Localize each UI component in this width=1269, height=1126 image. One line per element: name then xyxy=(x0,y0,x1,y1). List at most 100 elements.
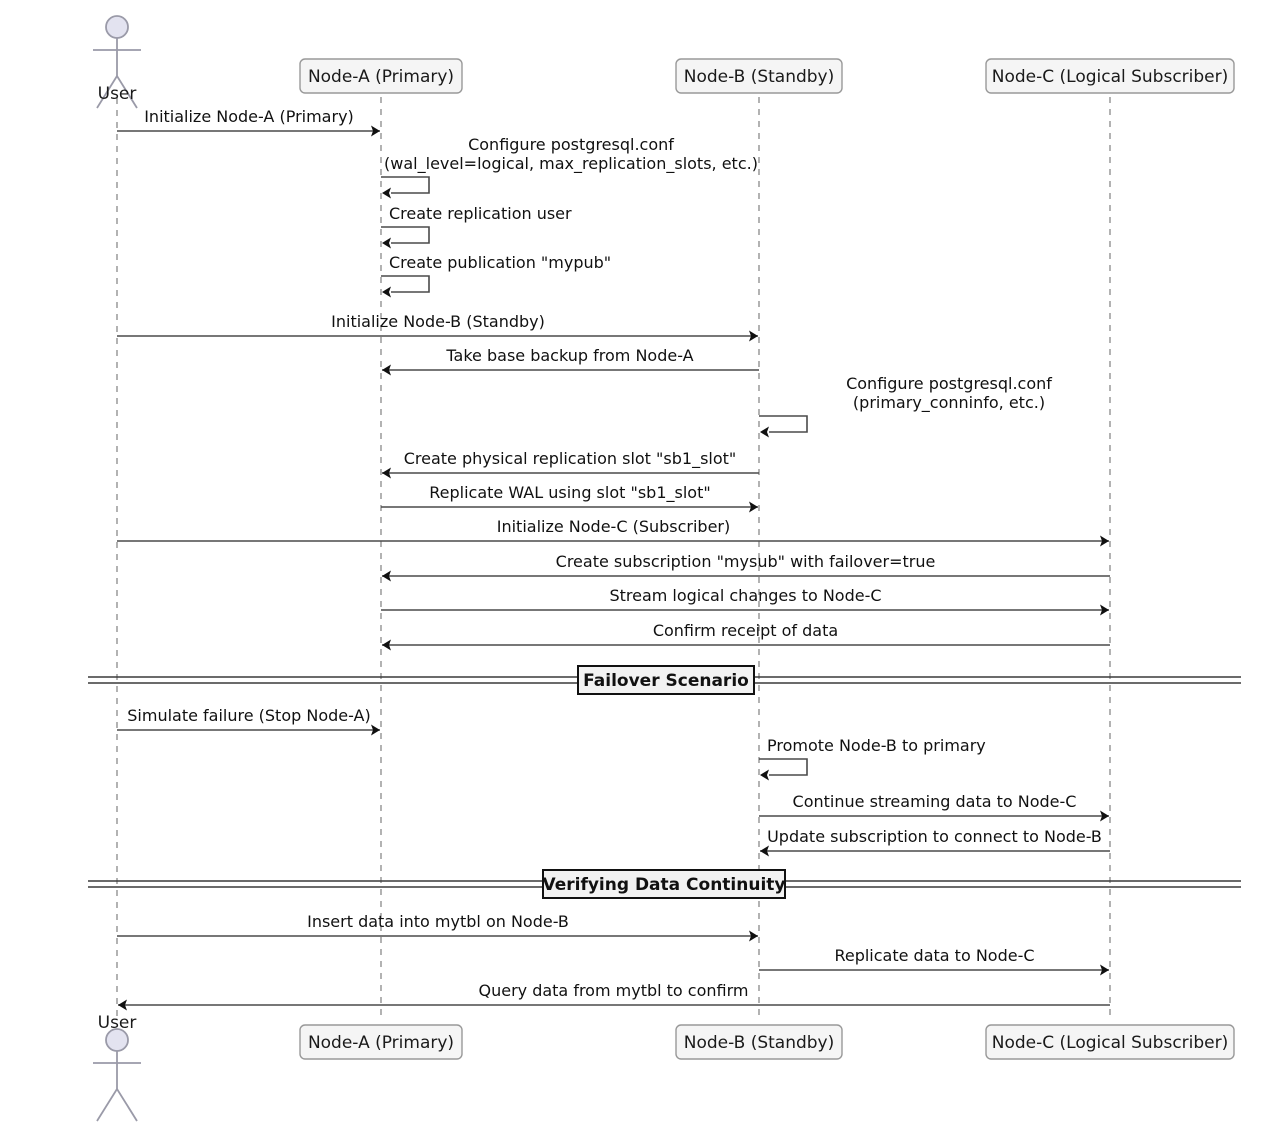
messages-layer: Initialize Node-A (Primary) Configure pos… xyxy=(117,107,1110,1011)
message-label: Query data from mytbl to confirm xyxy=(478,981,748,1000)
arrow-head xyxy=(382,639,391,651)
message-m2: Configure postgresql.conf(wal_level=logi… xyxy=(381,135,758,199)
message-m6: Take base backup from Node-A xyxy=(382,346,759,376)
message-label: Initialize Node-B (Standby) xyxy=(331,312,545,331)
arrow-head xyxy=(1100,535,1109,547)
message-self-loop xyxy=(381,275,430,293)
separator-label: Verifying Data Continuity xyxy=(542,875,785,895)
message-self-loop xyxy=(381,226,430,244)
arrow-head xyxy=(1100,964,1109,976)
message-m5: Initialize Node-B (Standby) xyxy=(117,312,758,342)
arrow-head xyxy=(1100,604,1109,616)
actor-leg-left xyxy=(96,1088,118,1122)
message-m19: Replicate data to Node-C xyxy=(759,946,1109,976)
message-m14: Simulate failure (Stop Node-A) xyxy=(117,706,380,736)
arrow-head xyxy=(118,999,127,1011)
participant-label-nodeb: Node-B (Standby) xyxy=(684,1033,835,1053)
arrow-head xyxy=(382,237,391,249)
participant-box-nodec[interactable] xyxy=(985,1024,1235,1060)
actor-user: User xyxy=(93,15,141,109)
arrow-head xyxy=(382,286,391,298)
message-label: Initialize Node-C (Subscriber) xyxy=(497,517,731,536)
separator-sep2: Verifying Data Continuity xyxy=(88,869,1241,899)
participant-label-nodec: Node-C (Logical Subscriber) xyxy=(992,1033,1229,1053)
participant-nodea[interactable]: Node-A (Primary) xyxy=(299,58,463,94)
message-self-loop xyxy=(759,758,808,776)
arrow-head xyxy=(382,467,391,479)
participant-nodec[interactable]: Node-C (Logical Subscriber) xyxy=(985,58,1235,94)
participant-label-nodeb: Node-B (Standby) xyxy=(684,67,835,87)
message-label: (primary_conninfo, etc.) xyxy=(853,393,1045,413)
message-label: Create physical replication slot "sb1_sl… xyxy=(404,449,737,469)
actor-leg-right xyxy=(116,1088,138,1122)
message-label: Update subscription to connect to Node-B xyxy=(767,827,1102,846)
participant-box-nodea[interactable] xyxy=(299,58,463,94)
arrow-head xyxy=(1100,810,1109,822)
separator-label: Failover Scenario xyxy=(583,671,749,691)
message-m16: Continue streaming data to Node-C xyxy=(759,792,1109,822)
message-label: Replicate data to Node-C xyxy=(834,946,1034,965)
message-label: Stream logical changes to Node-C xyxy=(609,586,881,605)
arrow-head xyxy=(382,364,391,376)
arrow-head xyxy=(371,125,380,137)
actor-label-user: User xyxy=(98,84,137,104)
participant-box-nodeb[interactable] xyxy=(675,1024,843,1060)
arrow-head xyxy=(749,930,758,942)
actor-head-icon xyxy=(105,15,129,39)
arrow-head xyxy=(749,330,758,342)
actor-leg-left xyxy=(96,75,118,109)
message-label: Configure postgresql.conf xyxy=(846,374,1052,393)
participant-nodea[interactable]: Node-A (Primary) xyxy=(299,1024,463,1060)
message-m3: Create replication user xyxy=(381,204,572,249)
message-label: Continue streaming data to Node-C xyxy=(793,792,1077,811)
participant-box-nodec[interactable] xyxy=(985,58,1235,94)
message-m13: Confirm receipt of data xyxy=(382,621,1110,651)
message-m18: Insert data into mytbl on Node-B xyxy=(117,912,758,942)
separator-sep1: Failover Scenario xyxy=(88,665,1241,695)
message-label: Create publication "mypub" xyxy=(389,253,611,272)
message-label: Replicate WAL using slot "sb1_slot" xyxy=(429,483,710,503)
arrow-head xyxy=(371,724,380,736)
message-m17: Update subscription to connect to Node-B xyxy=(760,827,1110,857)
lifelines-layer xyxy=(116,97,1111,1022)
message-label: Confirm receipt of data xyxy=(653,621,838,640)
message-m7: Configure postgresql.conf(primary_connin… xyxy=(759,374,1052,438)
message-label: Initialize Node-A (Primary) xyxy=(144,107,354,126)
message-label: Simulate failure (Stop Node-A) xyxy=(127,706,370,725)
participant-label-nodea: Node-A (Primary) xyxy=(308,67,454,87)
participant-box-nodea[interactable] xyxy=(299,1024,463,1060)
message-label: Promote Node-B to primary xyxy=(767,736,986,755)
message-m4: Create publication "mypub" xyxy=(381,253,611,298)
actor-user: User xyxy=(93,1013,141,1122)
actor-label-user: User xyxy=(98,1013,137,1033)
separator-box xyxy=(577,665,755,695)
arrow-head xyxy=(760,426,769,438)
message-m15: Promote Node-B to primary xyxy=(759,736,986,781)
message-label: (wal_level=logical, max_replication_slot… xyxy=(384,154,758,174)
arrow-head xyxy=(760,769,769,781)
message-m11: Create subscription "mysub" with failove… xyxy=(382,552,1110,582)
message-label: Take base backup from Node-A xyxy=(445,346,693,365)
message-label: Insert data into mytbl on Node-B xyxy=(307,912,569,931)
message-m10: Initialize Node-C (Subscriber) xyxy=(117,517,1109,547)
message-self-loop xyxy=(381,176,430,194)
message-self-loop xyxy=(759,415,808,433)
participant-label-nodea: Node-A (Primary) xyxy=(308,1033,454,1053)
message-m8: Create physical replication slot "sb1_sl… xyxy=(382,449,759,479)
message-label: Configure postgresql.conf xyxy=(468,135,674,154)
participant-nodec[interactable]: Node-C (Logical Subscriber) xyxy=(985,1024,1235,1060)
message-m12: Stream logical changes to Node-C xyxy=(381,586,1109,616)
participant-label-nodec: Node-C (Logical Subscriber) xyxy=(992,67,1229,87)
message-m20: Query data from mytbl to confirm xyxy=(118,981,1110,1011)
separator-box xyxy=(542,869,786,899)
participant-box-nodeb[interactable] xyxy=(675,58,843,94)
arrow-head xyxy=(382,187,391,199)
participant-nodeb[interactable]: Node-B (Standby) xyxy=(675,1024,843,1060)
message-label: Create replication user xyxy=(389,204,572,223)
arrow-head xyxy=(749,501,758,513)
participant-nodeb[interactable]: Node-B (Standby) xyxy=(675,58,843,94)
